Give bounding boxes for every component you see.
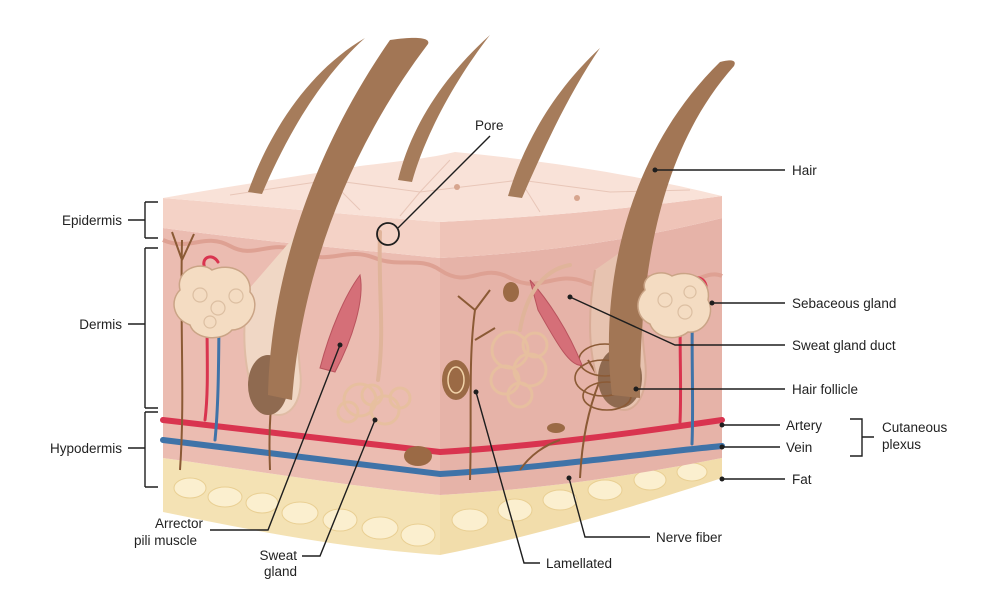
- label-hypodermis: Hypodermis: [50, 441, 122, 456]
- label-sweat-gland-line1: Sweat: [259, 548, 297, 563]
- label-vein: Vein: [786, 440, 812, 455]
- label-arrector-line1: Arrector: [155, 516, 204, 531]
- pore-highlight-circle: [376, 222, 400, 246]
- hair-shaft-1: [248, 38, 365, 194]
- lamellated-corpuscles: [404, 282, 565, 466]
- sweat-glands: [376, 230, 572, 382]
- artery-vessel: [160, 417, 725, 456]
- label-sweat-gland-line2: gland: [264, 564, 297, 579]
- label-arrector-line2: pili muscle: [134, 533, 197, 548]
- fat-globules: [173, 462, 708, 547]
- hair-shaft-4: [508, 48, 600, 198]
- arrector-pili-muscles: [319, 273, 583, 373]
- label-sebaceous-gland: Sebaceous gland: [792, 296, 896, 311]
- pointer-lines: [128, 135, 874, 564]
- label-cutaneous-plexus-line1: Cutaneous: [882, 420, 948, 435]
- label-nerve-fiber: Nerve fiber: [656, 530, 723, 545]
- labels: Pore Hair Epidermis Dermis Hypodermis Se…: [50, 118, 948, 579]
- sebaceous-texture: [192, 285, 697, 329]
- label-sweat-gland-duct: Sweat gland duct: [792, 338, 896, 353]
- vein-vessel: [160, 437, 725, 478]
- label-artery: Artery: [786, 418, 822, 433]
- label-dermis: Dermis: [79, 317, 122, 332]
- label-lamellated: Lamellated: [546, 556, 612, 571]
- hair-shaft-3: [398, 35, 490, 182]
- label-pore: Pore: [475, 118, 504, 133]
- blood-vessels: [160, 255, 725, 478]
- label-cutaneous-plexus-line2: plexus: [882, 437, 921, 452]
- skin-surface-top: [163, 152, 722, 222]
- label-fat: Fat: [792, 472, 812, 487]
- label-hair-follicle: Hair follicle: [792, 382, 858, 397]
- label-hair: Hair: [792, 163, 817, 178]
- label-epidermis: Epidermis: [62, 213, 122, 228]
- hair-shaft-2: [268, 37, 429, 401]
- sweat-gland-coils: [336, 330, 549, 426]
